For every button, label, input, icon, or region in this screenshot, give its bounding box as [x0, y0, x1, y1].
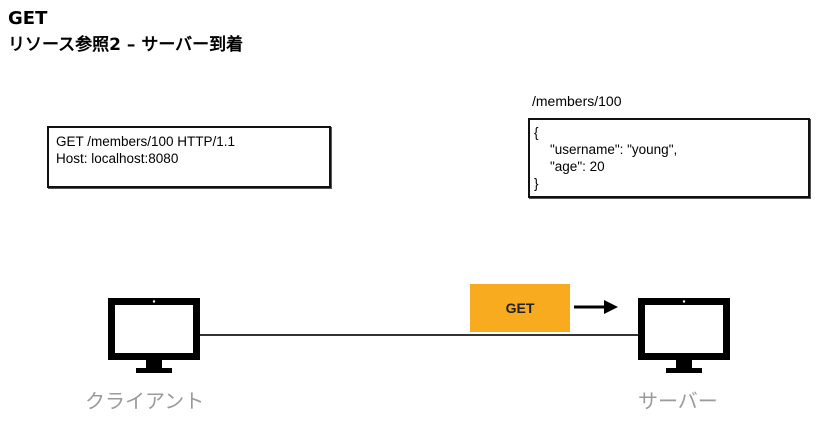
- client-label: クライアント: [85, 389, 205, 413]
- arrow-right-icon: [574, 300, 618, 314]
- json-close: }: [534, 176, 539, 191]
- request-host: Host: localhost:8080: [56, 151, 179, 166]
- json-age: "age": 20: [550, 159, 605, 174]
- http-request-box: GET /members/100 HTTP/1.1 Host: localhos…: [47, 126, 331, 188]
- server-label: サーバー: [638, 389, 718, 413]
- client-monitor-icon: [108, 298, 200, 373]
- network-link: [198, 334, 638, 336]
- resource-data-box: { "username": "young", "age": 20 }: [528, 118, 810, 198]
- page-subtitle: リソース参照2 – サーバー到着: [8, 35, 244, 55]
- json-open: {: [534, 125, 539, 140]
- json-username: "username": "young",: [550, 142, 678, 157]
- request-line: GET /members/100 HTTP/1.1: [56, 134, 236, 149]
- page-title: GET: [8, 8, 48, 29]
- get-message-badge: GET: [470, 284, 570, 332]
- resource-path: /members/100: [532, 93, 622, 109]
- server-monitor-icon: [638, 298, 730, 373]
